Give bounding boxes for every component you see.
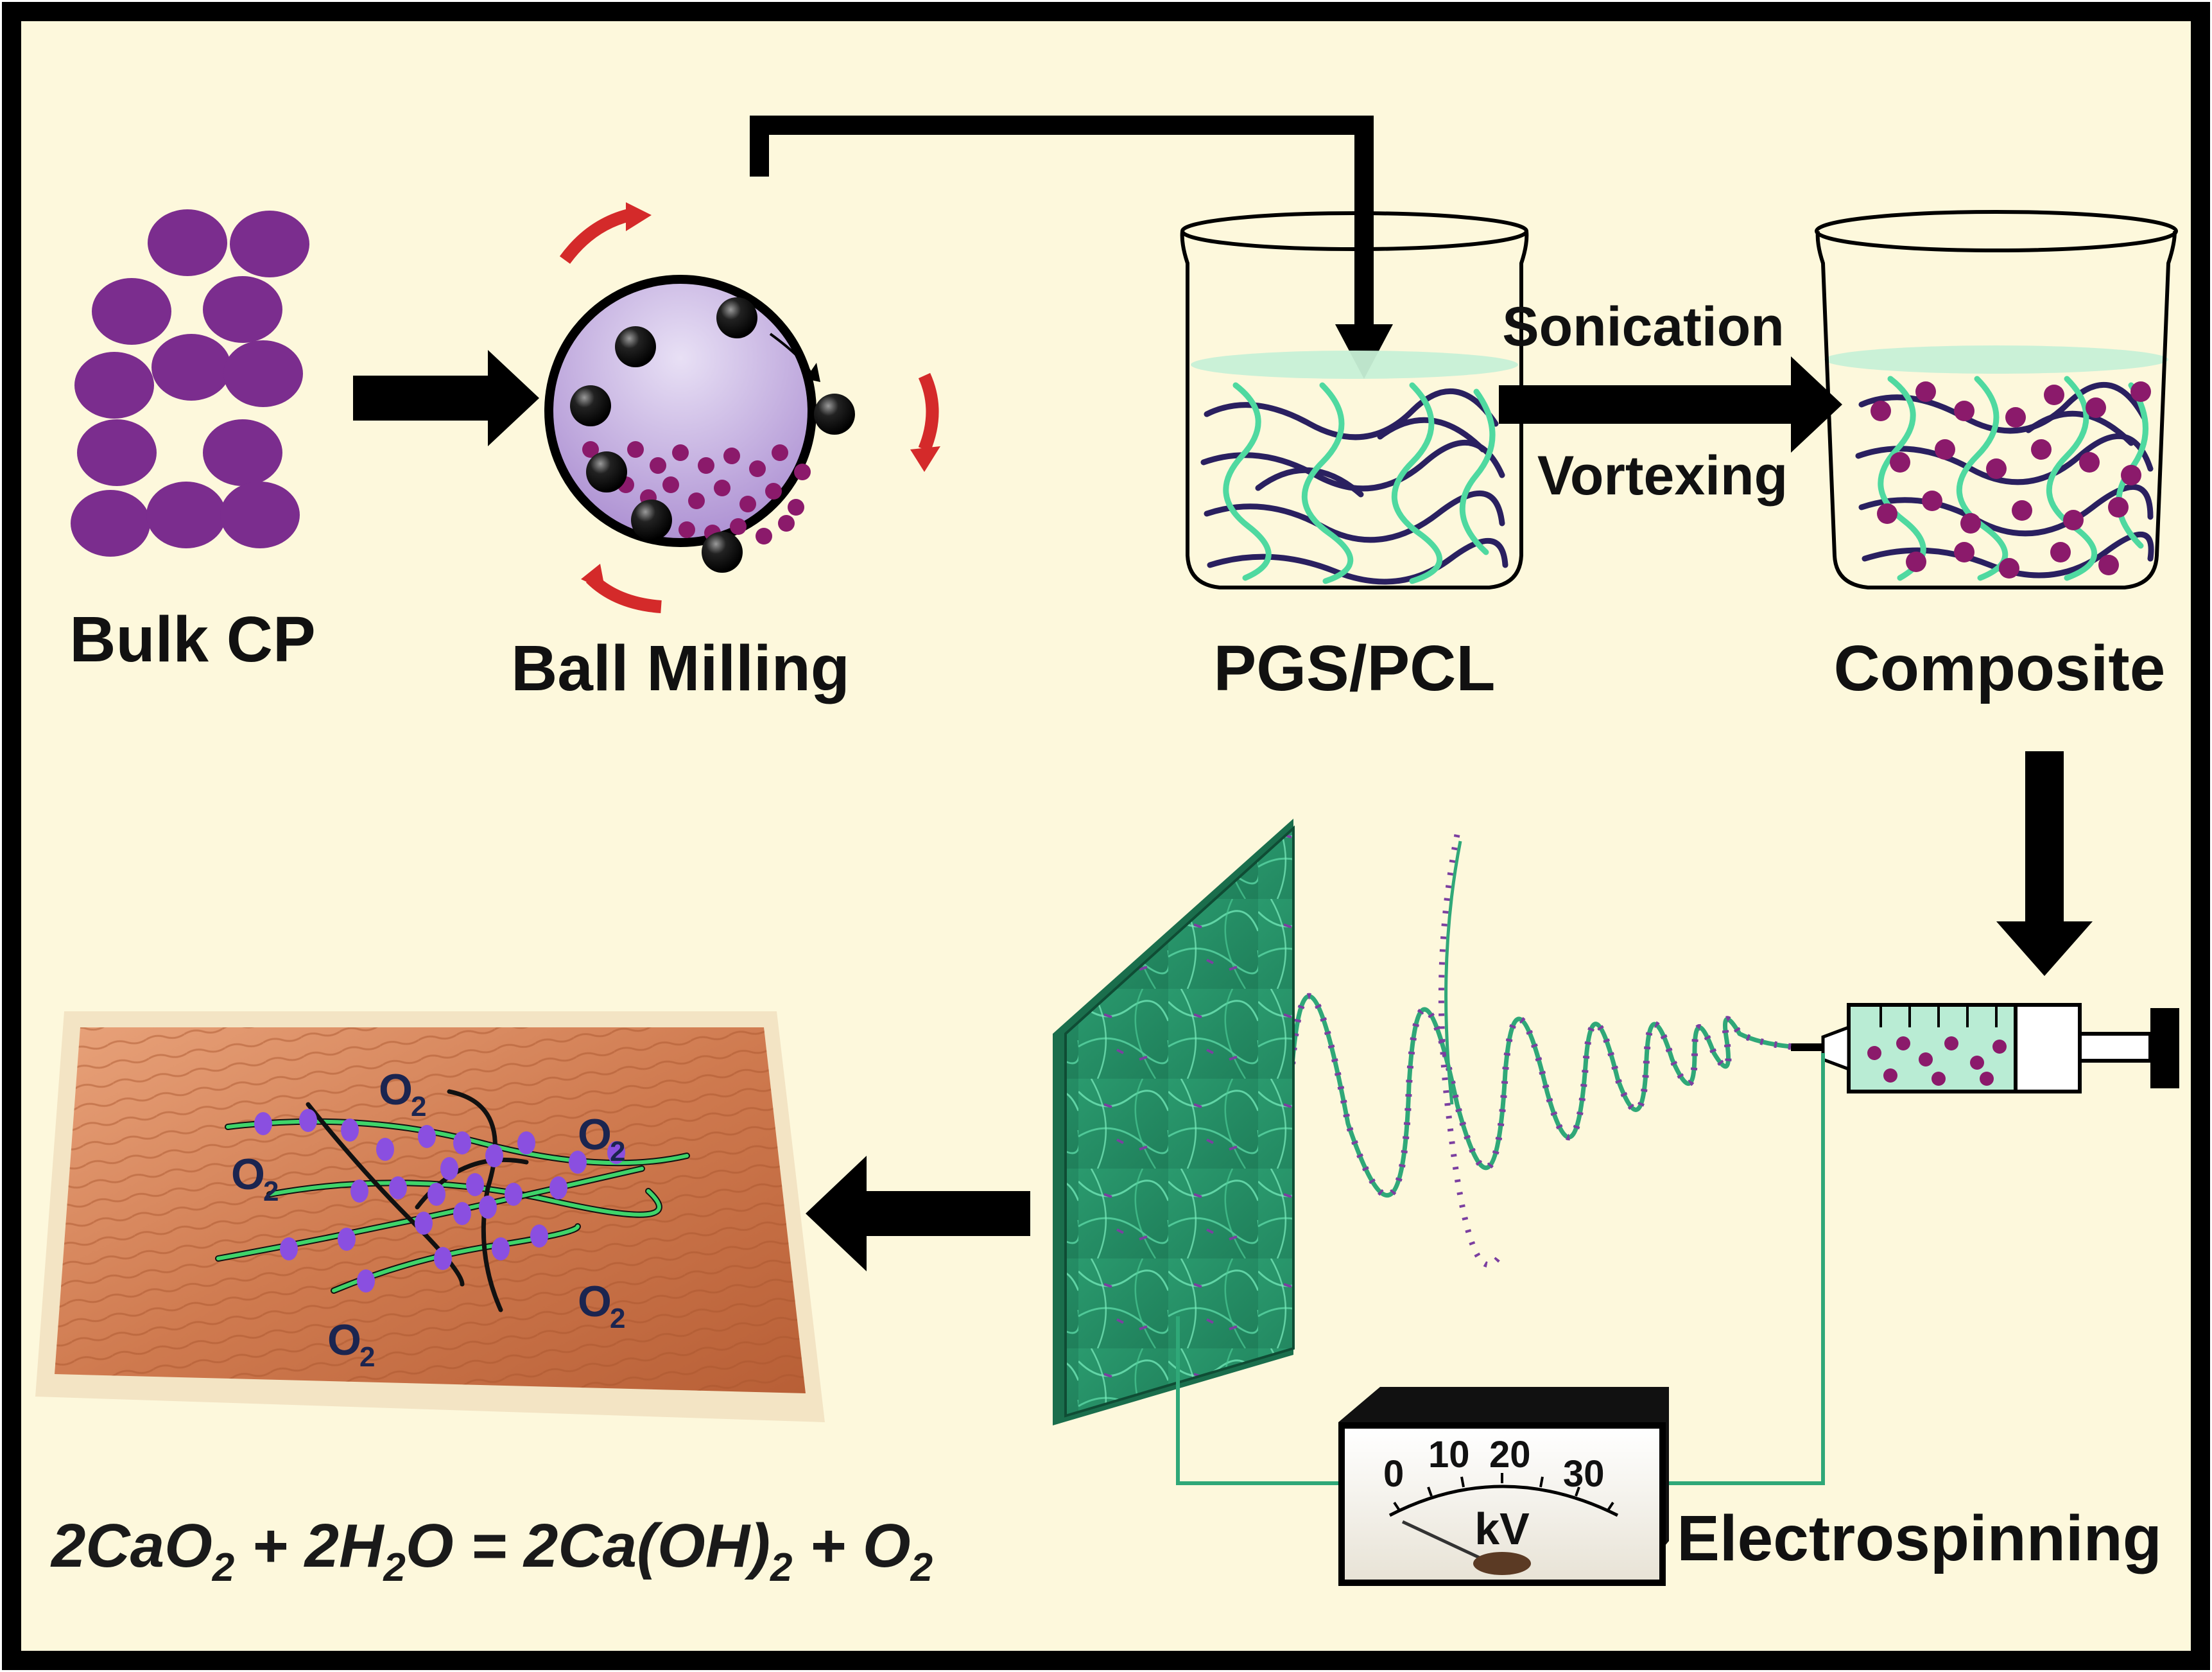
svg-text:2: 2 <box>359 1341 375 1373</box>
svg-text:2: 2 <box>610 1303 625 1334</box>
svg-text:O: O <box>379 1065 413 1114</box>
oxygen-o2-marker-4: O 2 <box>578 1277 625 1334</box>
arrow-to-composite <box>1499 356 1842 453</box>
composite-beaker <box>1815 210 2178 589</box>
bulk-cp-particles <box>71 209 309 557</box>
composite-nanoparticles <box>1871 381 2151 579</box>
vortexing-label: Vortexing <box>1537 445 1788 507</box>
oxygen-o2-marker-3: O 2 <box>578 1110 625 1167</box>
syringe <box>1791 1003 2179 1093</box>
meter-tick-10: 10 <box>1428 1434 1470 1476</box>
svg-text:O: O <box>231 1150 265 1199</box>
meter-tick-0: 0 <box>1383 1453 1404 1495</box>
sonication-label: Sonication <box>1502 296 1784 358</box>
circuit-wires <box>1176 1053 1825 1485</box>
svg-text:O: O <box>578 1277 612 1326</box>
meter-tick-20: 20 <box>1489 1434 1531 1476</box>
ball-milling-label: Ball Milling <box>511 632 850 704</box>
bulk-cp-label: Bulk CP <box>69 604 315 675</box>
svg-text:O: O <box>578 1110 612 1159</box>
polymer-chains-green <box>1223 382 1496 584</box>
cp-nanoparticles-on-fibers <box>254 1109 625 1293</box>
voltage-meter: 0 10 20 30 kV <box>1338 1387 1669 1586</box>
electrospinning-label: Electrospinning <box>1677 1502 2162 1574</box>
fiber-collector-mat <box>1053 819 1295 1425</box>
skin-dressing-scene: O 2 O 2 O 2 O 2 O 2 <box>35 1011 825 1422</box>
svg-text:O: O <box>327 1316 361 1364</box>
reaction-equation: 2CaO2 + 2H2O = 2Ca(OH)2 + O2 <box>50 1511 933 1590</box>
composite-label: Composite <box>1834 632 2166 704</box>
connector-to-pgs-pcl <box>750 116 1374 334</box>
pgs-pcl-label: PGS/PCL <box>1214 632 1496 704</box>
pgs-pcl-beaker <box>1180 211 1529 589</box>
svg-text:2: 2 <box>411 1091 426 1122</box>
svg-text:2: 2 <box>610 1136 625 1167</box>
svg-text:2: 2 <box>263 1176 279 1207</box>
oxygen-o2-marker-1: O 2 <box>379 1065 426 1122</box>
meter-unit: kV <box>1474 1504 1530 1554</box>
meter-tick-30: 30 <box>1563 1453 1605 1495</box>
oxygen-o2-marker-2: O 2 <box>231 1150 279 1207</box>
ball-milling-jar <box>544 202 940 613</box>
arrow-to-ball-milling <box>353 350 539 446</box>
arrow-to-wound-dressing <box>806 1156 1030 1271</box>
arrow-to-syringe <box>1996 751 2093 976</box>
milling-balls <box>570 297 855 573</box>
oxygen-o2-marker-5: O 2 <box>327 1316 375 1373</box>
